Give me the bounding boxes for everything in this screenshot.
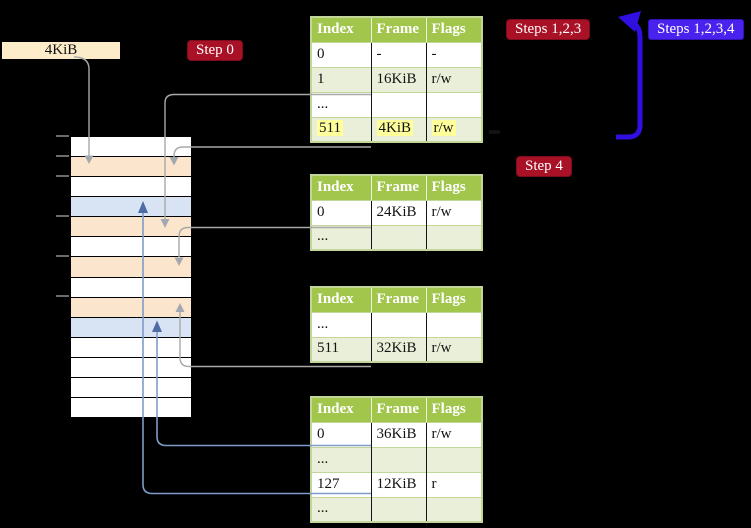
highlighted-value: 511: [317, 120, 343, 137]
table-row-ellipsis: ...: [311, 224, 482, 250]
highlighted-value: 4KiB: [376, 120, 414, 137]
column-header-flags: Flags: [425, 17, 482, 43]
memory-page-row-11: [71, 357, 191, 378]
cell-flags: [425, 224, 482, 250]
page-table-3: Index Frame Flags ... 511 32KiB r/w: [310, 286, 483, 363]
cell-index: ...: [311, 224, 371, 250]
column-header-index: Index: [311, 17, 371, 43]
memory-page-row-4: [71, 217, 191, 238]
page-table-2: Index Frame Flags 0 24KiB r/w ...: [310, 174, 483, 251]
cell-frame: 24KiB: [370, 199, 426, 225]
cell-frame: -: [370, 41, 426, 67]
cell-flags: r/w: [425, 421, 482, 447]
column-header-frame: Frame: [370, 175, 426, 201]
memory-page-row-10: [71, 337, 191, 358]
steps-123-badge: Steps 1,2,3: [506, 19, 591, 40]
step-4-badge: Step 4: [516, 156, 572, 177]
cell-frame: [370, 91, 426, 117]
cell-flags: r/w: [425, 336, 482, 362]
cell-frame: [370, 446, 426, 472]
steps-1234-badge: Steps 1,2,3,4: [648, 19, 744, 40]
cell-frame: 32KiB: [370, 336, 426, 362]
table-row: 511 32KiB r/w: [311, 336, 482, 362]
cell-frame: 16KiB: [370, 66, 426, 92]
table-row-ellipsis: ...: [311, 311, 482, 337]
table-row-highlighted: 511 4KiB r/w: [311, 116, 482, 142]
cell-index: 0: [311, 41, 371, 67]
cell-flags: [425, 496, 482, 522]
cell-flags: [425, 446, 482, 472]
cell-frame: 4KiB: [370, 116, 426, 142]
step-0-badge: Step 0: [187, 40, 243, 61]
table-row: 127 12KiB r: [311, 471, 482, 497]
memory-column: [70, 136, 192, 418]
table-header-row: Index Frame Flags: [311, 287, 482, 313]
cell-flags: [425, 311, 482, 337]
cell-flags: [425, 91, 482, 117]
cell-flags: r: [425, 471, 482, 497]
column-header-index: Index: [311, 175, 371, 201]
cell-index: 511: [311, 116, 371, 142]
memory-tick-marks: [56, 135, 69, 297]
cell-flags: r/w: [425, 199, 482, 225]
memory-page-row-0: [71, 137, 191, 158]
cell-index: 0: [311, 199, 371, 225]
table-header-row: Index Frame Flags: [311, 17, 482, 43]
memory-page-row-2: [71, 177, 191, 198]
cell-frame: [370, 496, 426, 522]
column-header-flags: Flags: [425, 287, 482, 313]
cell-frame: [370, 224, 426, 250]
cell-index: 127: [311, 471, 371, 497]
loop-arrow-shaft: [616, 21, 643, 140]
memory-page-row-3: [71, 197, 191, 218]
table-row-ellipsis: ...: [311, 496, 482, 522]
table-row-ellipsis: ...: [311, 91, 482, 117]
memory-page-row-1: [71, 157, 191, 178]
page-size-label-box: 4KiB: [2, 42, 120, 59]
page-table-4: Index Frame Flags 0 36KiB r/w ... 127 12…: [310, 396, 483, 523]
column-header-frame: Frame: [370, 287, 426, 313]
cell-flags: -: [425, 41, 482, 67]
memory-page-row-13: [71, 398, 191, 418]
cell-index: ...: [311, 446, 371, 472]
table-row: 0 36KiB r/w: [311, 421, 482, 447]
recursive-loop-arrow: [616, 11, 643, 140]
column-header-flags: Flags: [425, 175, 482, 201]
cell-flags: r/w: [425, 66, 482, 92]
column-header-index: Index: [311, 287, 371, 313]
table-row-ellipsis: ...: [311, 446, 482, 472]
cell-index: 0: [311, 421, 371, 447]
cell-index: 1: [311, 66, 371, 92]
memory-page-row-8: [71, 297, 191, 318]
loop-arrowhead-icon: [618, 11, 641, 32]
arrow-table1-entry511-to-4kib: [173, 146, 371, 157]
column-header-index: Index: [311, 397, 371, 423]
memory-page-row-12: [71, 377, 191, 399]
cell-index: ...: [311, 311, 371, 337]
table-row: 0 24KiB r/w: [311, 199, 482, 225]
memory-page-row-5: [71, 237, 191, 258]
column-header-frame: Frame: [370, 397, 426, 423]
column-header-flags: Flags: [425, 397, 482, 423]
memory-page-row-7: [71, 277, 191, 298]
highlighted-value: r/w: [431, 120, 456, 137]
cell-index: 511: [311, 336, 371, 362]
cell-index: ...: [311, 91, 371, 117]
cell-flags: r/w: [425, 116, 482, 142]
cell-frame: [370, 311, 426, 337]
cell-frame: 36KiB: [370, 421, 426, 447]
cell-frame: 12KiB: [370, 471, 426, 497]
column-header-frame: Frame: [370, 17, 426, 43]
table-row: 1 16KiB r/w: [311, 66, 482, 92]
table-header-row: Index Frame Flags: [311, 397, 482, 423]
memory-page-row-6: [71, 257, 191, 278]
table-header-row: Index Frame Flags: [311, 175, 482, 201]
page-table-1: Index Frame Flags 0 - - 1 16KiB r/w ...: [310, 16, 483, 143]
cell-index: ...: [311, 496, 371, 522]
table-row: 0 - -: [311, 41, 482, 67]
memory-page-row-9: [71, 317, 191, 338]
